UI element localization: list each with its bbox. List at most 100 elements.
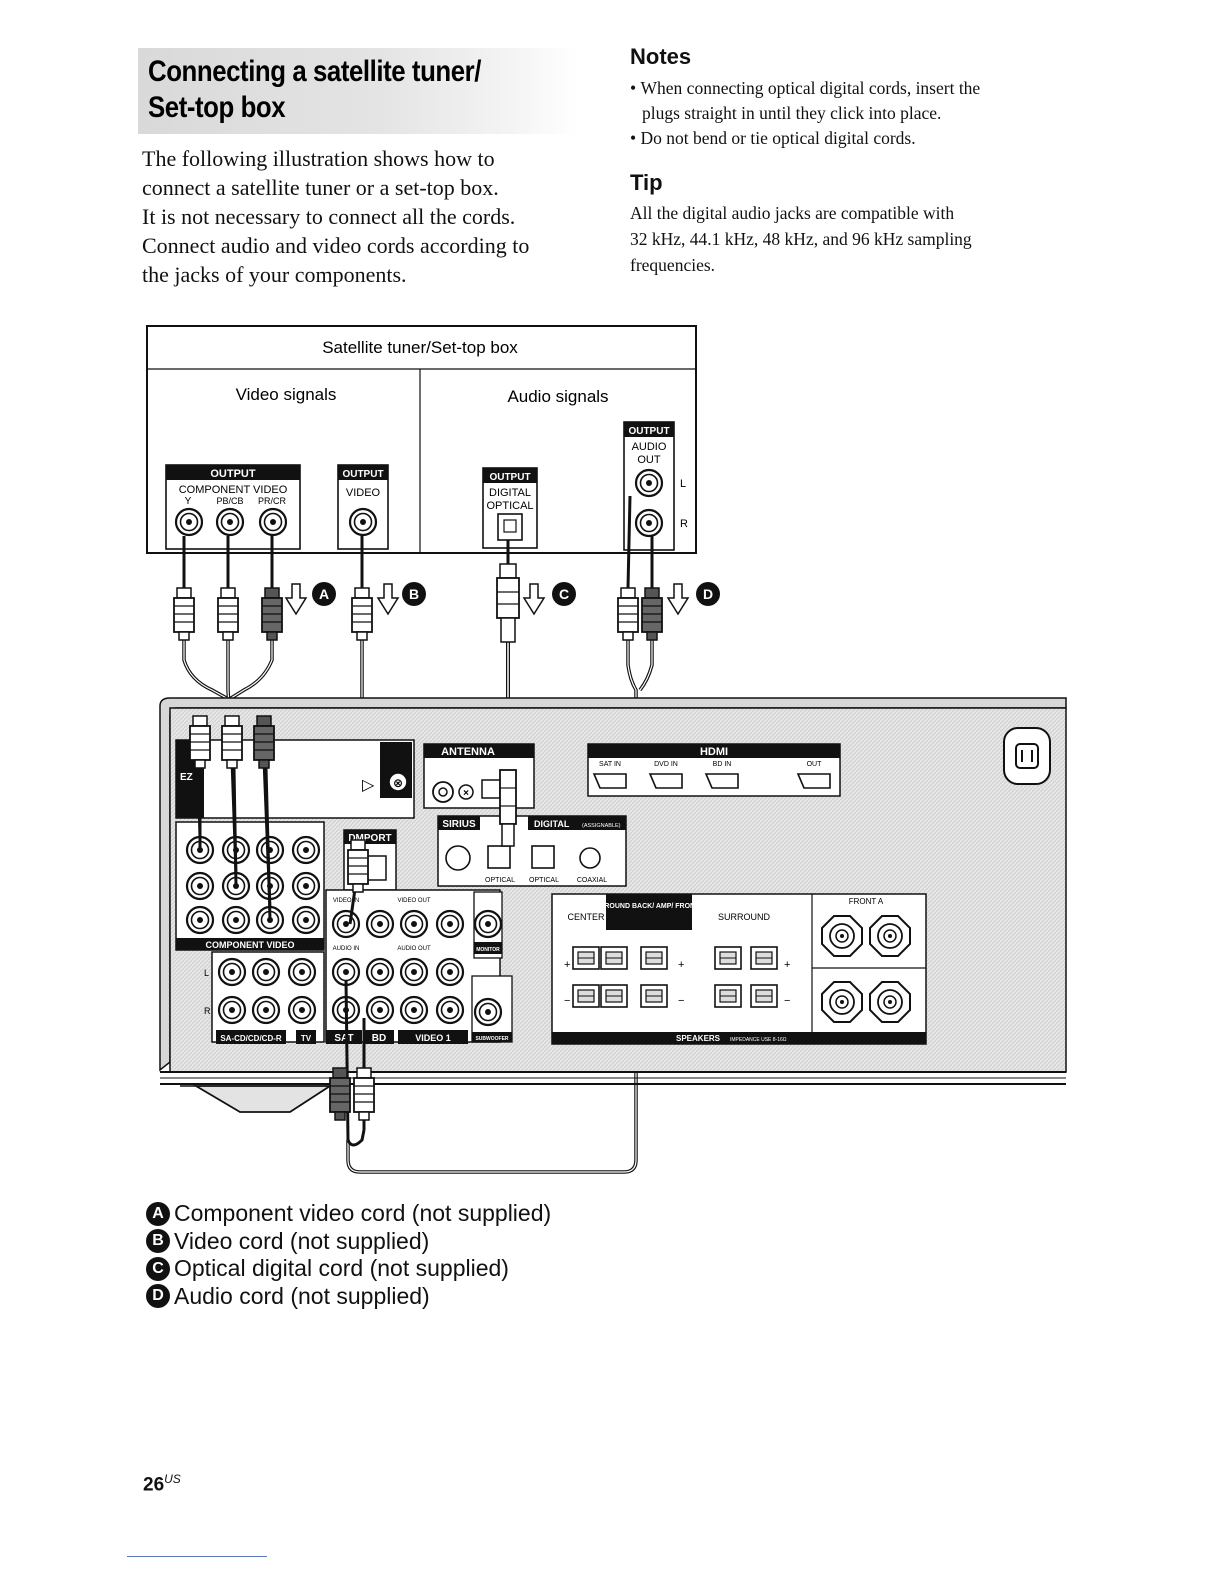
jack-y [174,507,204,537]
page-title: Connecting a satellite tuner/ Set-top bo… [148,54,481,126]
output-tag: OUTPUT [210,468,256,480]
legend-badge: D [146,1284,170,1309]
l-label: L [680,478,686,490]
video-signals-label: Video signals [236,385,337,404]
pb-label: PB/CB [216,496,243,506]
svg-text:⊗: ⊗ [393,776,403,790]
legend-badge: A [146,1201,170,1226]
assignable-label: (ASSIGNABLE) [582,823,621,829]
source-component-box: Satellite tuner/Set-top box Video signal… [146,325,697,554]
legend-item: C Optical digital cord (not supplied) [146,1255,551,1283]
audio-in-label: AUDIO IN [333,946,360,952]
tip-line: frequencies. [630,255,716,275]
note-text: Do not bend or tie optical digital cords… [640,128,916,148]
video-out-label: VIDEO OUT [397,898,430,904]
svg-text:R: R [204,1006,211,1016]
pr-label: PR/CR [258,496,287,506]
component-video-output-panel: OUTPUT COMPONENT VIDEO Y PB/CB PR/CR [165,464,301,550]
svg-text:EZ: EZ [180,772,193,783]
sirius-label: SIRIUS [442,819,476,830]
audio-signals-label: Audio signals [507,387,608,406]
input-group-label: BD [372,1033,386,1044]
intro-line: connect a satellite tuner or a set-top b… [142,175,499,200]
receiver-coaxial-label: COAXIAL [577,877,607,884]
audio-out-label: AUDIO OUT [397,946,431,952]
legend-item: B Video cord (not supplied) [146,1228,551,1256]
plus-sign: + [564,959,570,971]
source-box-title: Satellite tuner/Set-top box [322,338,518,357]
cord-badges: A B C D [312,582,720,606]
legend-item: A Component video cord (not supplied) [146,1200,551,1228]
hdmi-label: HDMI [700,746,728,758]
receiver-rear-panel: EZ ▷ ⊗ DMPORT ANTENNA × HDMI SAT IN DVD … [159,697,1067,1113]
note-item: • Do not bend or tie optical digital cor… [630,128,916,148]
digital-label: DIGITAL [489,487,531,499]
page-number-value: 26 [143,1474,165,1496]
notes-list: • When connecting optical digital cords,… [630,76,1070,151]
hdmi-jack-label: SAT IN [599,761,621,768]
intro-line: the jacks of your components. [142,262,407,287]
subwoofer-label: SUBWOOFER [475,1036,508,1042]
audio-output-panel: OUTPUT AUDIO OUT L R [623,421,688,551]
front-a-label: FRONT A [849,897,884,906]
surround-back-label: SURROUND BACK/ AMP/ FRONT B [590,903,707,910]
video-output-label: VIDEO [346,487,381,499]
note-item: • When connecting optical digital cords,… [630,78,981,123]
page-number-suffix: US [164,1472,181,1486]
cord-legend: A Component video cord (not supplied) B … [146,1200,551,1310]
input-group-label: TV [301,1034,312,1043]
tip-line: All the digital audio jacks are compatib… [630,203,955,223]
component-video-label: COMPONENT VIDEO [179,484,288,496]
legend-item: D Audio cord (not supplied) [146,1283,551,1311]
note-text: When connecting optical digital cords, i… [640,78,981,98]
minus-sign: − [784,995,790,1007]
video-output-panel: OUTPUT VIDEO [337,464,389,550]
svg-text:L: L [204,968,209,978]
jack-pb [215,507,245,537]
page-number: 26US [143,1472,181,1496]
dmport-label: DMPORT [348,833,391,844]
source-plugs [173,495,663,643]
intro-line: Connect audio and video cords according … [142,233,530,258]
jack-audio-l [634,468,664,498]
input-group-label: SAT [334,1033,353,1044]
video-in-label: VIDEO IN [333,898,359,904]
receiver-optical-label-2: OPTICAL [529,877,559,884]
notes-heading: Notes [630,44,692,69]
note-text: plugs straight in until they click into … [642,103,942,123]
legend-text: Component video cord (not supplied) [174,1200,552,1226]
monitor-label: MONITOR [476,947,500,953]
legend-text: Optical digital cord (not supplied) [174,1255,509,1281]
jack-video [348,507,378,537]
center-label: CENTER [567,912,605,922]
tip-text: All the digital audio jacks are compatib… [630,200,1060,278]
y-label: Y [185,496,192,507]
svg-text:▷: ▷ [362,777,375,794]
input-group-label: SA-CD/CD/CD-R [220,1034,282,1043]
optical-output-panel: OUTPUT DIGITAL OPTICAL [482,467,538,549]
hdmi-jack-label: OUT [807,761,823,768]
receiver-component-video-label: COMPONENT VIDEO [205,940,294,950]
optical-label: OPTICAL [486,500,533,512]
badge-c: C [559,586,569,602]
plus-sign: + [784,959,790,971]
antenna-label: ANTENNA [441,746,495,758]
audio-label: AUDIO [632,441,667,453]
speakers-label: SPEAKERS [676,1034,721,1043]
legend-badge: C [146,1256,170,1281]
output-tag: OUTPUT [628,426,669,437]
footer-rule [127,1556,267,1557]
legend-badge: B [146,1229,170,1254]
page-title-line-2: Set-top box [148,91,286,124]
intro-paragraph: The following illustration shows how to … [142,144,582,289]
hdmi-jack-label: DVD IN [654,761,678,768]
minus-sign: − [678,995,684,1007]
page-title-line-1: Connecting a satellite tuner/ [148,55,482,88]
plus-sign: + [678,959,684,971]
tip-heading: Tip [630,170,663,195]
svg-text:×: × [463,788,469,799]
legend-text: Audio cord (not supplied) [174,1282,430,1309]
intro-line: The following illustration shows how to [142,146,495,171]
r-label: R [680,518,688,530]
input-group-label: VIDEO 1 [415,1033,451,1043]
